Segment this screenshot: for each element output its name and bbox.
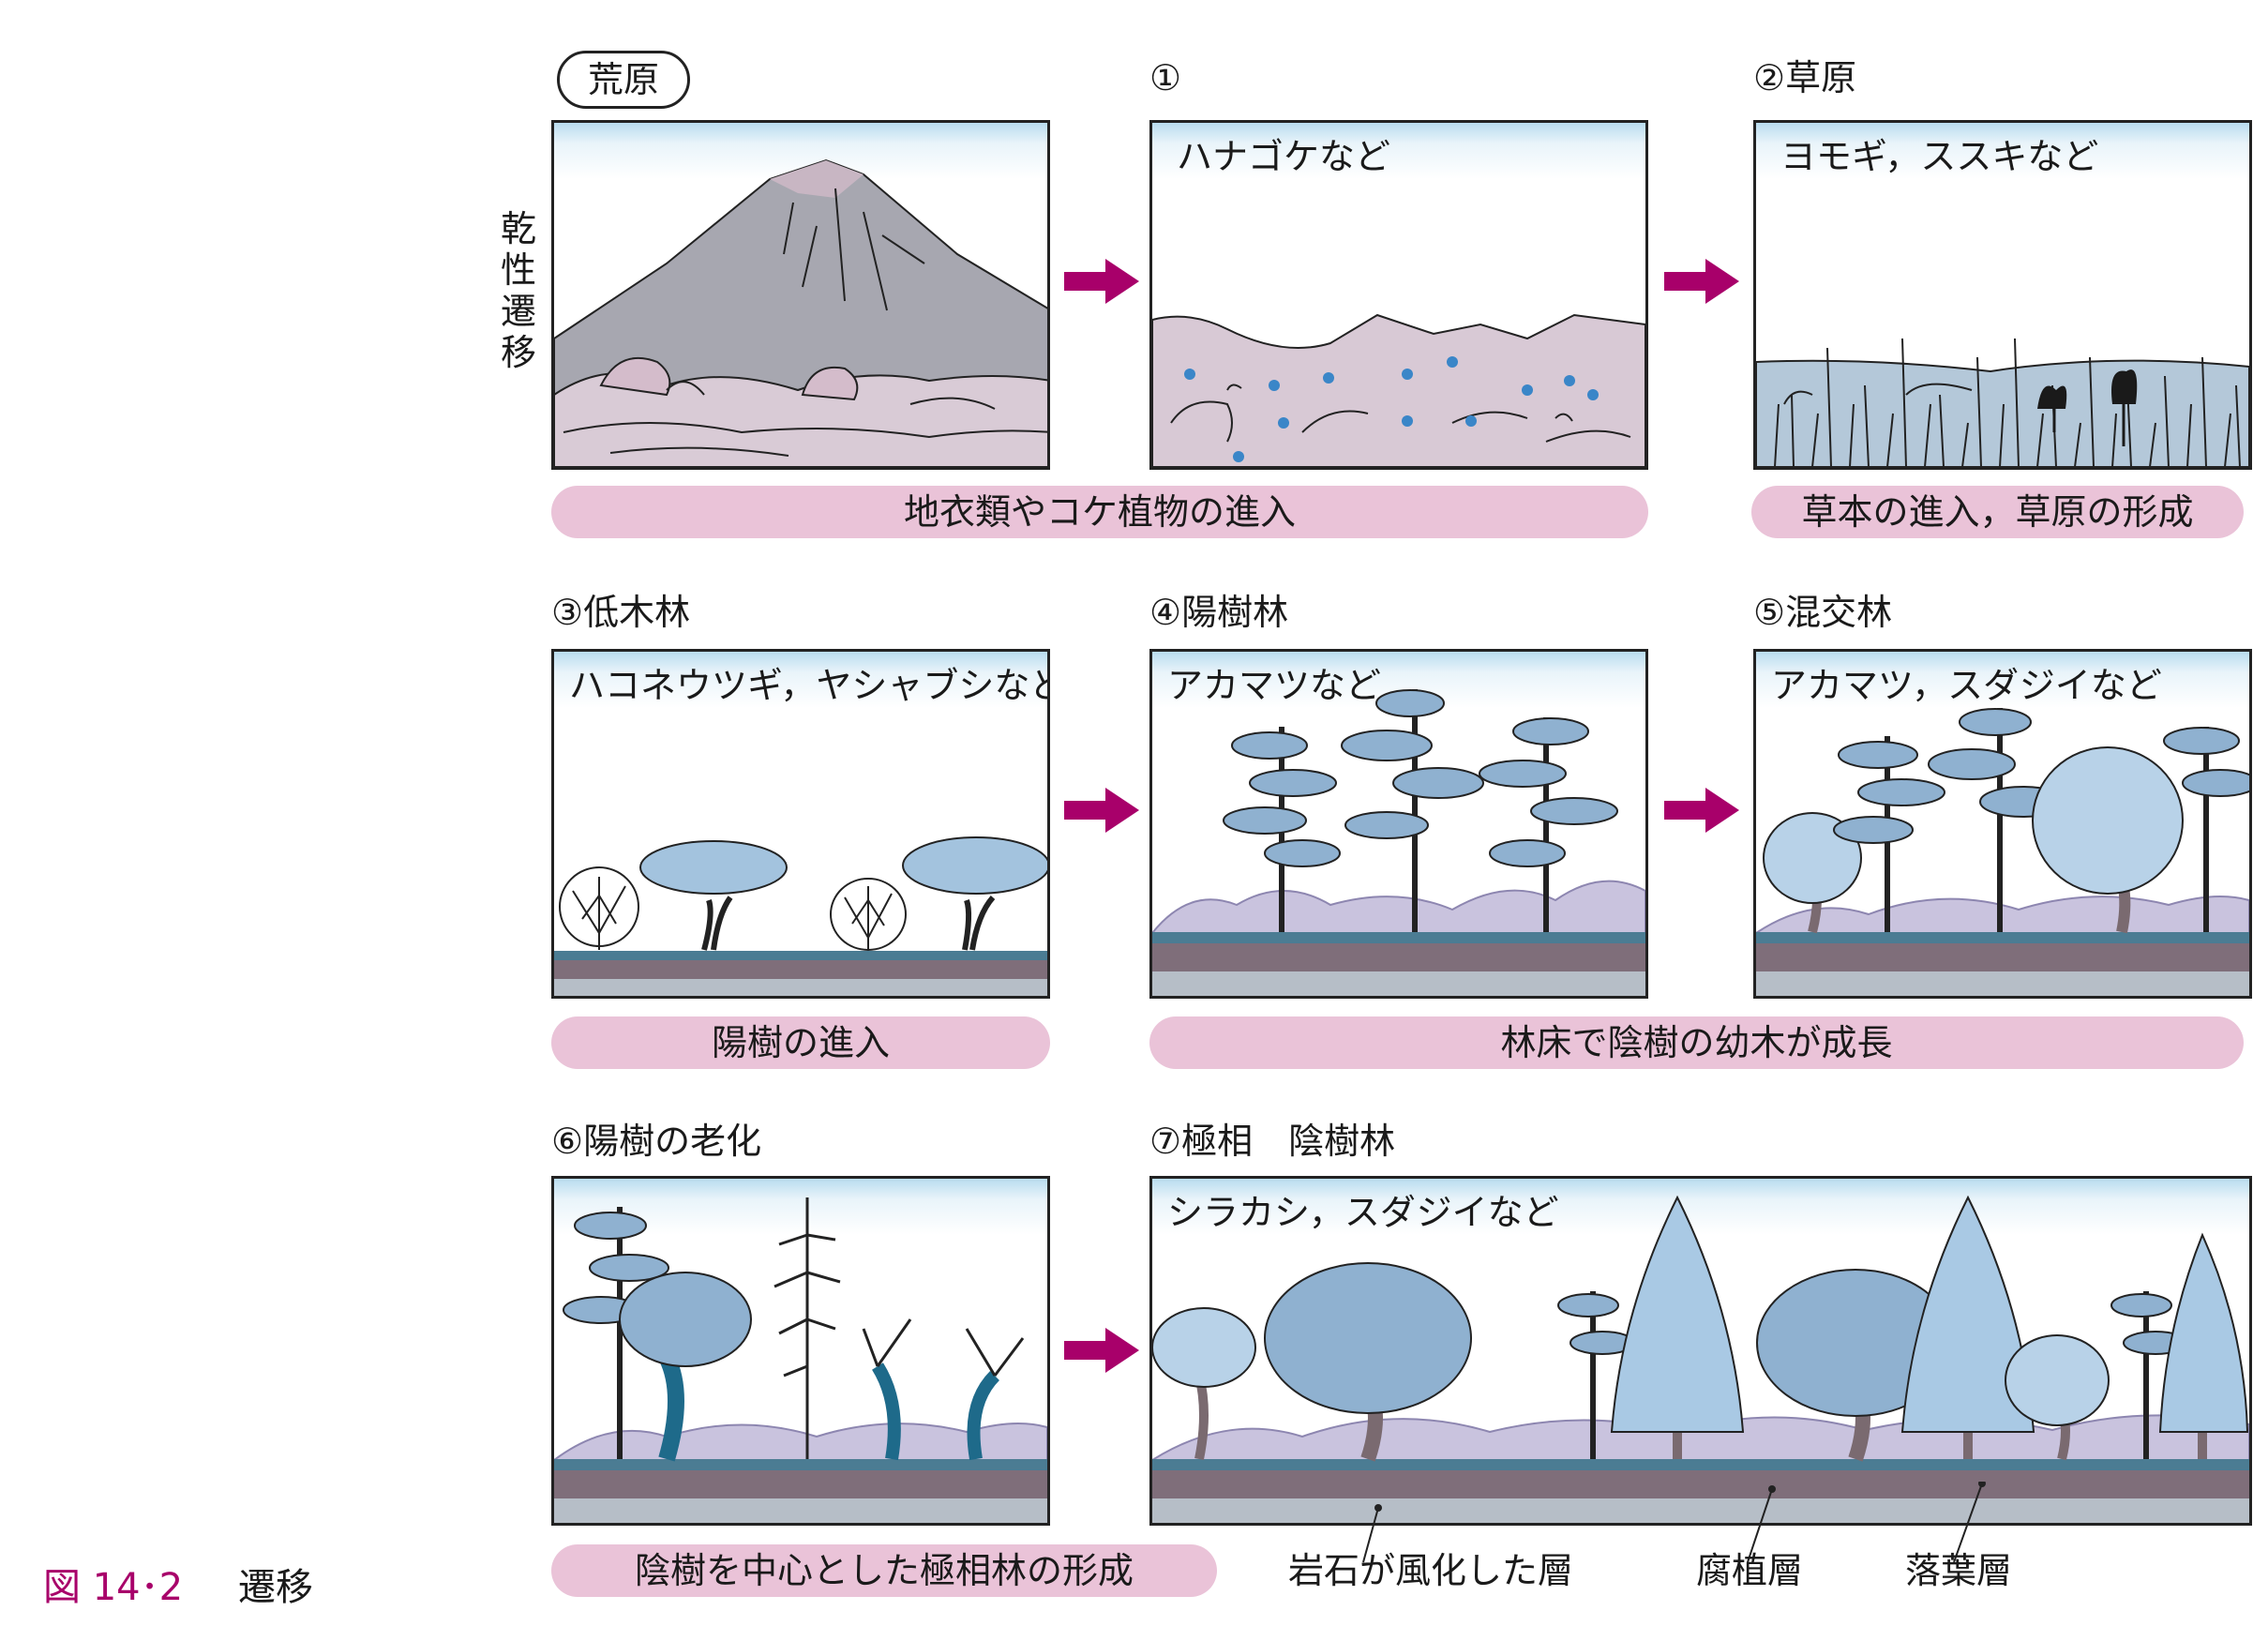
conifer-3 bbox=[2158, 1232, 2249, 1459]
pine-tree-3 bbox=[2163, 727, 2249, 932]
panel-caption: ヨモギ，ススキなど bbox=[1780, 136, 2099, 177]
stage-bar: 陽樹の進入 bbox=[551, 1016, 1050, 1069]
panel-sun-tree-aging bbox=[551, 1176, 1050, 1526]
stage-bar: 草本の進入，草原の形成 bbox=[1751, 486, 2244, 538]
series-label-char: 性 bbox=[500, 249, 536, 291]
panel-caption: ハナゴケなど bbox=[1177, 136, 1391, 177]
panel-number: ② bbox=[1753, 57, 1786, 98]
panel-label-2: ②草原 bbox=[1753, 56, 1856, 99]
conifer-2 bbox=[1900, 1195, 2035, 1459]
panel-name: 草原 bbox=[1785, 57, 1857, 98]
tree-1 bbox=[639, 840, 788, 951]
pine-tree-1 bbox=[1833, 736, 1945, 932]
panel-number: ④ bbox=[1149, 592, 1182, 633]
panel-label-1: ① bbox=[1149, 56, 1181, 99]
dead-pine-tree bbox=[774, 1197, 841, 1459]
panel-number: ① bbox=[1149, 57, 1182, 98]
panel-name: 陽樹林 bbox=[1181, 592, 1289, 633]
stage-bar: 地衣類やコケ植物の進入 bbox=[551, 486, 1648, 538]
stage-bar: 林床で陰樹の幼木が成長 bbox=[1149, 1016, 2244, 1069]
pine-tree-3 bbox=[1479, 717, 1618, 932]
figure-number: 図 14･2 bbox=[43, 1566, 184, 1609]
panel-caption: アカマツなど bbox=[1167, 665, 1382, 706]
stage-bar: 陰樹を中心とした極相林の形成 bbox=[551, 1544, 1217, 1597]
tree-2 bbox=[902, 836, 1047, 951]
panel-name: 低木林 bbox=[583, 592, 691, 633]
panel-shrub-forest: ハコネウツギ，ヤシャブシなど bbox=[551, 649, 1050, 999]
climax-forest-illustration bbox=[1152, 1195, 2249, 1523]
panel-grassland: ヨモギ，ススキなど bbox=[1753, 120, 2252, 470]
arrow-icon bbox=[1064, 788, 1139, 836]
arrow-icon bbox=[1064, 1328, 1139, 1377]
rock-lichen-illustration bbox=[1152, 313, 1645, 467]
panel-lichen-moss: ハナゴケなど bbox=[1149, 120, 1648, 470]
arrow-icon bbox=[1064, 259, 1139, 308]
panel-caption: ハコネウツギ，ヤシャブシなど bbox=[569, 665, 1050, 706]
shrub-1 bbox=[559, 866, 639, 950]
series-label-char: 遷 bbox=[500, 291, 536, 332]
panel-number: ③ bbox=[551, 592, 584, 633]
shade-tree-2 bbox=[862, 1318, 1025, 1461]
series-label-char: 乾 bbox=[500, 208, 536, 249]
panel-sun-tree-forest: アカマツなど bbox=[1149, 649, 1648, 999]
panel-label-5: ⑤混交林 bbox=[1753, 591, 1892, 634]
soil-label-litter: 落葉層 bbox=[1905, 1550, 2013, 1591]
panel-barren-land bbox=[551, 120, 1050, 470]
panel-name: 陽樹の老化 bbox=[583, 1121, 762, 1162]
panel-label-3: ③低木林 bbox=[551, 591, 690, 634]
pine-forest-illustration bbox=[1152, 689, 1645, 996]
tree-small-left bbox=[1152, 1307, 1256, 1460]
pine-tree-2 bbox=[1341, 689, 1484, 932]
panel-caption: アカマツ，スダジイなど bbox=[1771, 665, 2162, 706]
shade-tree-1 bbox=[619, 1272, 752, 1462]
soil-label-weathered-rock: 岩石が風化した層 bbox=[1288, 1550, 1574, 1591]
panel-label-6: ⑥陽樹の老化 bbox=[551, 1120, 761, 1163]
panel-number: ⑦ bbox=[1149, 1121, 1182, 1162]
series-label-char: 移 bbox=[500, 332, 536, 373]
panel-label-4: ④陽樹林 bbox=[1149, 591, 1288, 634]
pine-tree-1 bbox=[1557, 1291, 1635, 1459]
panel-number: ⑥ bbox=[551, 1121, 584, 1162]
arrow-icon bbox=[1664, 259, 1739, 308]
series-label: 乾 性 遷 移 bbox=[495, 208, 542, 373]
shrub-illustration bbox=[554, 836, 1047, 996]
conifer-1 bbox=[1610, 1195, 1745, 1459]
pine-tree-1 bbox=[1223, 727, 1341, 932]
broadleaf-tree-3 bbox=[2005, 1334, 2110, 1461]
shrub-2 bbox=[830, 878, 907, 951]
soil-leader-lines bbox=[1362, 1482, 1986, 1563]
arrow-icon bbox=[1664, 788, 1739, 836]
panel-number: ⑤ bbox=[1753, 592, 1786, 633]
panel-mixed-forest: アカマツ，スダジイなど bbox=[1753, 649, 2252, 999]
panel-caption: シラカシ，スダジイなど bbox=[1167, 1192, 1559, 1233]
start-label: 荒原 bbox=[557, 51, 690, 109]
panel-label-7: ⑦極相 陰樹林 bbox=[1149, 1120, 1395, 1163]
mixed-forest-illustration bbox=[1756, 708, 2249, 996]
grassland-illustration bbox=[1756, 338, 2249, 467]
soil-label-humus: 腐植層 bbox=[1696, 1550, 1804, 1591]
volcano-illustration bbox=[554, 158, 1047, 467]
panel-name: 極相 陰樹林 bbox=[1181, 1121, 1396, 1162]
aging-forest-illustration bbox=[554, 1197, 1047, 1523]
panel-climax-forest: シラカシ，スダジイなど bbox=[1149, 1176, 2252, 1526]
broadleaf-tree-1 bbox=[1264, 1262, 1472, 1462]
figure-title: 遷移 bbox=[238, 1566, 313, 1609]
broadleaf-tree-2 bbox=[2032, 746, 2184, 934]
panel-name: 混交林 bbox=[1785, 592, 1893, 633]
